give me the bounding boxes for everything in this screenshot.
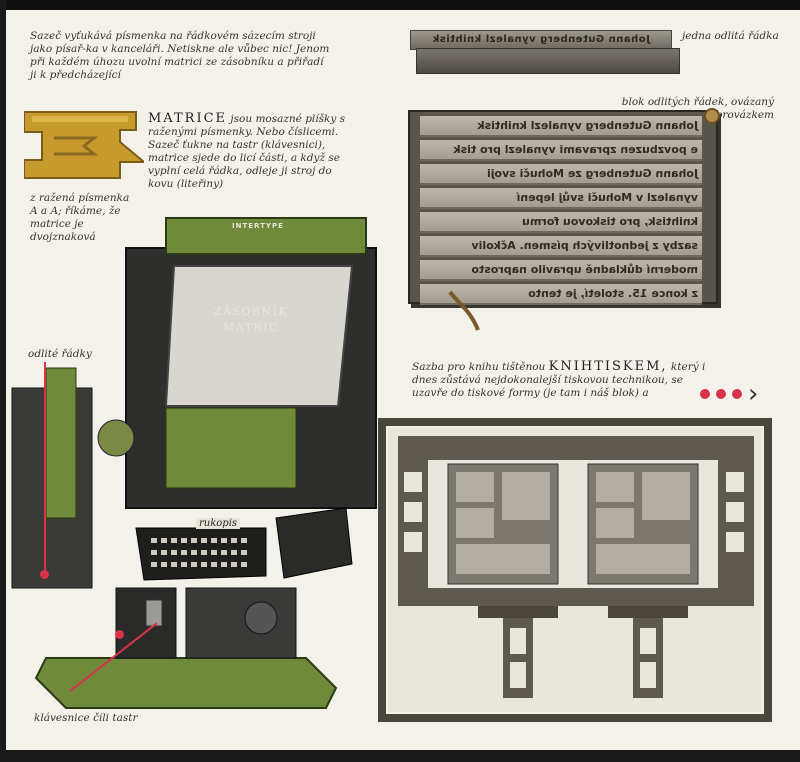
block-line: moderní důkladně upravilo naprosto — [420, 260, 702, 281]
matrice-description: jsou mosazné plíšky s raženými písmenky.… — [148, 113, 346, 190]
string-illustration — [448, 290, 480, 331]
zasobnik-label: ZÁSOBNÍK MATRIC — [213, 305, 289, 334]
slug-block-lines: Johann Gutenberg vynalezl knihtisk e pov… — [420, 116, 702, 308]
block-line: knihtisk, pro tiskovou formu — [420, 212, 702, 233]
intro-text: Sazeč vyťukává písmenka na řádkovém sáze… — [30, 30, 330, 81]
block-line: e povzbuzen zpravami vynalezl pro tisk — [420, 140, 702, 161]
odlite-leader — [44, 362, 46, 572]
knihtisk-after: který i dnes zůstává nejdokonalejší tisk… — [412, 361, 706, 399]
left-border — [0, 0, 6, 762]
block-line: sazby z jednotlivých písmen. Ačkoliv — [420, 236, 702, 257]
next-dot-icon — [732, 389, 742, 399]
block-line: Johann Gutenberg vynalezl knihtisk — [420, 116, 702, 137]
tastr-label: klávesnice čili tastr — [34, 712, 138, 724]
machine-brand: INTERTYPE — [232, 222, 284, 230]
matrice-heading: MATRICE — [148, 111, 228, 126]
top-border — [0, 0, 800, 10]
bottom-border — [0, 750, 800, 762]
matrice-text: MATRICE jsou mosazné plíšky s raženými p… — [148, 112, 348, 191]
slug-text: Johann Gutenberg vynalezl knihtisk — [432, 34, 650, 45]
next-arrow-icon: › — [748, 379, 759, 409]
rukopis-label: rukopis — [196, 518, 241, 529]
knihtisk-before: Sazba pro knihu tištěnou — [412, 361, 546, 373]
typesetting-machine-illustration — [11, 217, 377, 709]
odlite-label: odlité řádky — [28, 348, 92, 360]
matrice-side-text: z ražená písmenka A a A; říkáme, že matr… — [30, 192, 130, 243]
matrix-illustration — [24, 111, 144, 179]
block-line: Johann Gutenberg ze Mohuči svoji — [420, 164, 702, 185]
block-line: vynalezl v Mohuči svůj lepení — [420, 188, 702, 209]
slug-caption: jedna odlitá řádka — [682, 30, 779, 42]
knihtisk-text: Sazba pro knihu tištěnou KNIHTISKEM, kte… — [412, 360, 712, 400]
odlite-marker — [40, 570, 49, 579]
next-dot-icon — [716, 389, 726, 399]
string-knot-illustration — [704, 108, 720, 124]
knihtisk-heading: KNIHTISKEM, — [548, 359, 668, 374]
slug-illustration: Johann Gutenberg vynalezl knihtisk — [410, 30, 680, 74]
tastr-marker — [115, 630, 124, 639]
next-page-indicator[interactable]: › — [700, 379, 759, 409]
printing-forme-illustration — [378, 418, 772, 722]
next-dot-icon — [700, 389, 710, 399]
